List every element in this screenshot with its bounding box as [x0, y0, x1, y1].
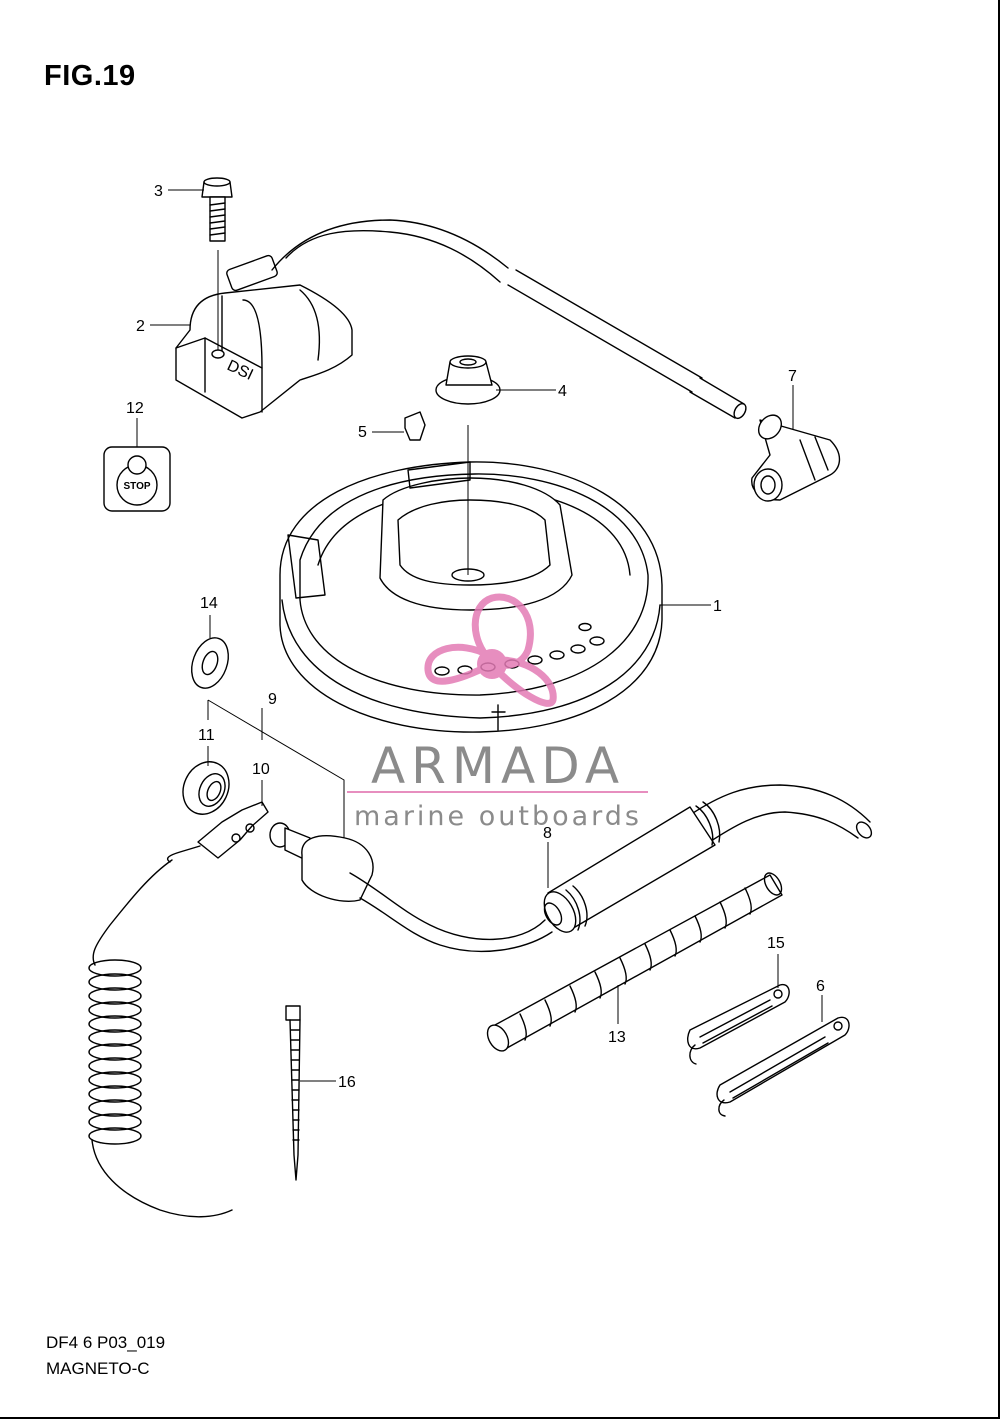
callout-2: 2 [136, 318, 145, 335]
callout-16: 16 [338, 1074, 356, 1091]
callout-9: 9 [268, 691, 277, 708]
callout-9-bracket [207, 699, 345, 840]
flywheel-part [279, 461, 663, 733]
callout-14: 14 [200, 595, 218, 612]
callout-3: 3 [154, 183, 163, 200]
spiral-tube-part [486, 872, 783, 1052]
figure-name: MAGNETO-C [46, 1359, 150, 1378]
propeller-logo-icon [424, 593, 557, 707]
grommet-part [182, 746, 230, 815]
stop-plate-part: STOP [103, 418, 171, 512]
callout-4: 4 [558, 383, 567, 400]
stop-switch-cable-part [269, 784, 873, 953]
callout-5: 5 [358, 424, 367, 441]
callout-12: 12 [126, 400, 144, 417]
callout-15: 15 [767, 935, 785, 952]
stop-label: STOP [123, 481, 150, 492]
cable-tie-part [285, 1005, 336, 1181]
callout-8: 8 [543, 825, 552, 842]
lanyard-clip-part [166, 780, 269, 863]
figure-title: FIG.19 [44, 60, 136, 92]
clamp-short-part [687, 954, 790, 1065]
watermark-tagline: marine outboards [354, 801, 642, 832]
spark-plug-cap-part [751, 414, 841, 502]
bolt-part [201, 177, 233, 350]
callout-13: 13 [608, 1029, 626, 1046]
coiled-lanyard-cord [88, 859, 233, 1218]
high-tension-lead [271, 219, 747, 420]
woodruff-key-part [372, 411, 426, 441]
watermark-brand: ARMADA [371, 737, 625, 795]
callout-7: 7 [788, 368, 797, 385]
callout-1: 1 [713, 598, 722, 615]
callout-10: 10 [252, 761, 270, 778]
ignition-coil-part: DSI [175, 254, 353, 419]
armada-watermark: ARMADA marine outboards [347, 593, 648, 832]
callout-11: 11 [198, 727, 215, 744]
clamp-long-part [716, 995, 850, 1117]
figure-code: DF4 6 P03_019 [46, 1333, 166, 1352]
callout-6: 6 [816, 978, 825, 995]
washer-part [191, 615, 229, 689]
